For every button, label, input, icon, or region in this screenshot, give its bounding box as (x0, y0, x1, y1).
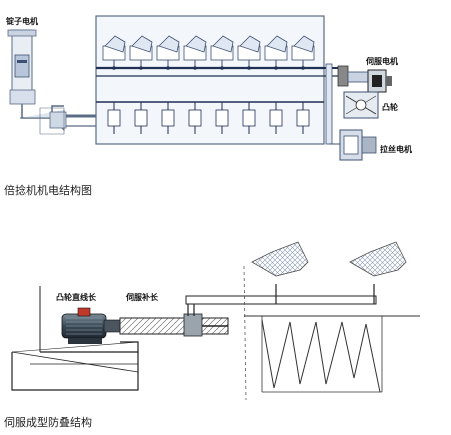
label-cam: 凸轮 (382, 102, 398, 112)
right-drive-train (324, 63, 369, 145)
cone-package (291, 35, 315, 68)
label-servo-motor: 伺服电机 (365, 56, 398, 66)
figure1-machine: 锭子电机 伺服电机 凸轮 拉丝电机 (6, 15, 412, 161)
traverse-guides (112, 66, 305, 70)
traverse-pattern (244, 315, 420, 393)
cone-package (210, 35, 234, 68)
machine-frame (95, 15, 325, 145)
label-servo-compensation: 伺服补长 (125, 292, 159, 302)
spindle-transmission (20, 104, 96, 135)
figure2-mechanism: 凸轮直线长 伺服补长 (11, 241, 420, 401)
spindle-motor-unit (7, 29, 37, 105)
cone-package (129, 35, 153, 68)
spindle (188, 102, 202, 134)
package-cone-1 (251, 241, 309, 277)
spindle (134, 102, 148, 134)
cone-package (102, 35, 126, 68)
servo-motor (367, 69, 392, 93)
traverse-arm (185, 284, 377, 316)
spindle (242, 102, 256, 134)
label-take-up-motor: 拉丝电机 (380, 144, 412, 154)
cam-motor (61, 307, 121, 344)
package-cone-2 (349, 241, 407, 277)
spindle (269, 102, 283, 134)
spindle (161, 102, 175, 134)
label-cam-stroke: 凸轮直线长 (56, 292, 97, 302)
figure1-caption: 倍捻机机电结构图 (4, 184, 92, 197)
reference-line (243, 265, 247, 401)
label-spindle-motor: 锭子电机 (6, 16, 38, 26)
take-up-motor (329, 129, 377, 161)
spindle (107, 102, 121, 134)
cam-unit (343, 91, 379, 119)
spindle (215, 102, 229, 134)
figure2-caption: 伺服成型防叠结构 (4, 416, 92, 429)
spindle-units (107, 102, 310, 134)
machine-base (11, 286, 139, 391)
spindle (296, 102, 310, 134)
servo-ball-screw (119, 313, 229, 337)
